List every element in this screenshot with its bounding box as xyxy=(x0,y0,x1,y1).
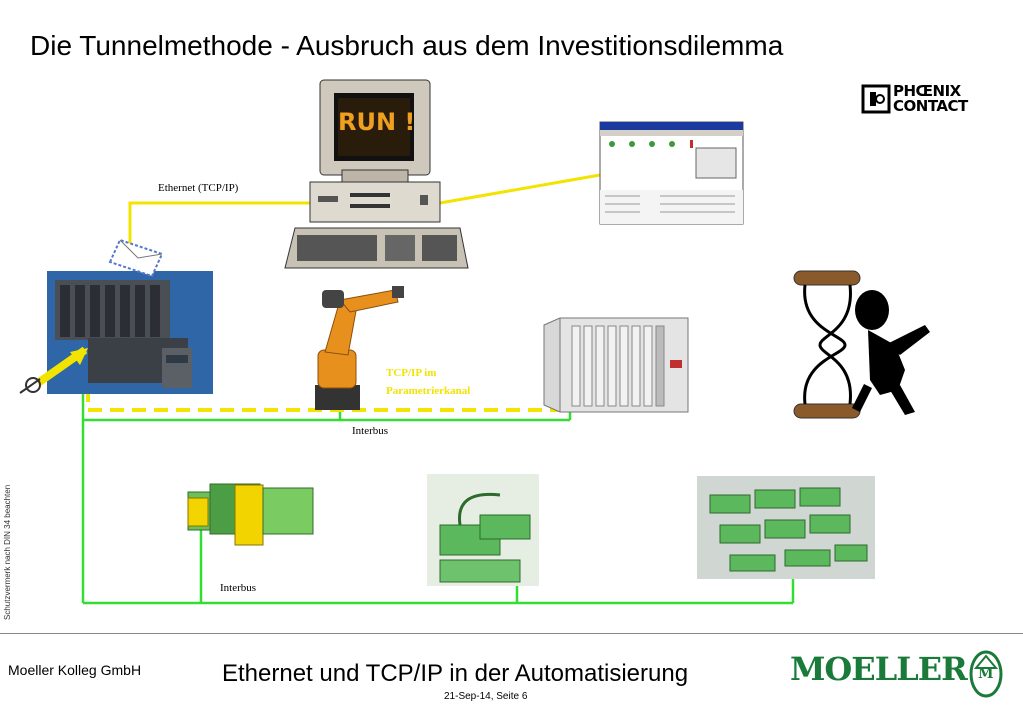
tunnel-label-line2: Parametrierkanal xyxy=(386,385,471,397)
footer-date-page: 21-Sep-14, Seite 6 xyxy=(444,691,528,702)
io-rack-cabinet xyxy=(543,317,689,413)
tunnel-label-line1: TCP/IP im xyxy=(386,367,437,379)
monitor-run-text: RUN ! xyxy=(338,108,416,136)
hourglass-figure xyxy=(793,270,930,419)
phoenix-contact-wordmark: PHŒNIX CONTACT xyxy=(893,84,968,114)
phoenix-line1: PHŒNIX xyxy=(893,82,961,100)
moeller-emblem-icon xyxy=(969,650,1003,698)
phoenix-contact-logo xyxy=(861,84,891,114)
footer-divider xyxy=(0,633,1023,634)
robot-arm xyxy=(315,286,404,410)
tunnel-arrow-icon xyxy=(19,346,88,394)
tunnel-label: TCP/IP im Parametrierkanal xyxy=(386,364,470,400)
ethernet-label: Ethernet (TCP/IP) xyxy=(158,182,239,194)
page-title: Die Tunnelmethode - Ausbruch aus dem Inv… xyxy=(30,30,784,61)
interbus-label-top: Interbus xyxy=(352,425,389,437)
copyright-note: Schutzvermerk nach DIN 34 beachten xyxy=(3,484,12,620)
moeller-logo: MOELLER xyxy=(790,650,968,688)
tunnel-dashed-line xyxy=(86,388,560,412)
software-window xyxy=(599,121,744,225)
company-name: Moeller Kolleg GmbH xyxy=(8,662,142,678)
moeller-emblem-letter: M xyxy=(978,666,994,682)
envelope-icon xyxy=(108,238,164,278)
io-terminal-modules xyxy=(187,483,314,546)
phoenix-line2: CONTACT xyxy=(893,97,968,115)
ethernet-lines xyxy=(128,173,601,258)
plc-controller xyxy=(47,271,213,394)
pc-workstation xyxy=(284,79,469,269)
footer-title: Ethernet und TCP/IP in der Automatisieru… xyxy=(222,660,689,687)
terminal-blocks-photo xyxy=(697,476,875,579)
sensor-box-photo xyxy=(427,474,539,586)
interbus-label-bottom: Interbus xyxy=(220,582,257,594)
